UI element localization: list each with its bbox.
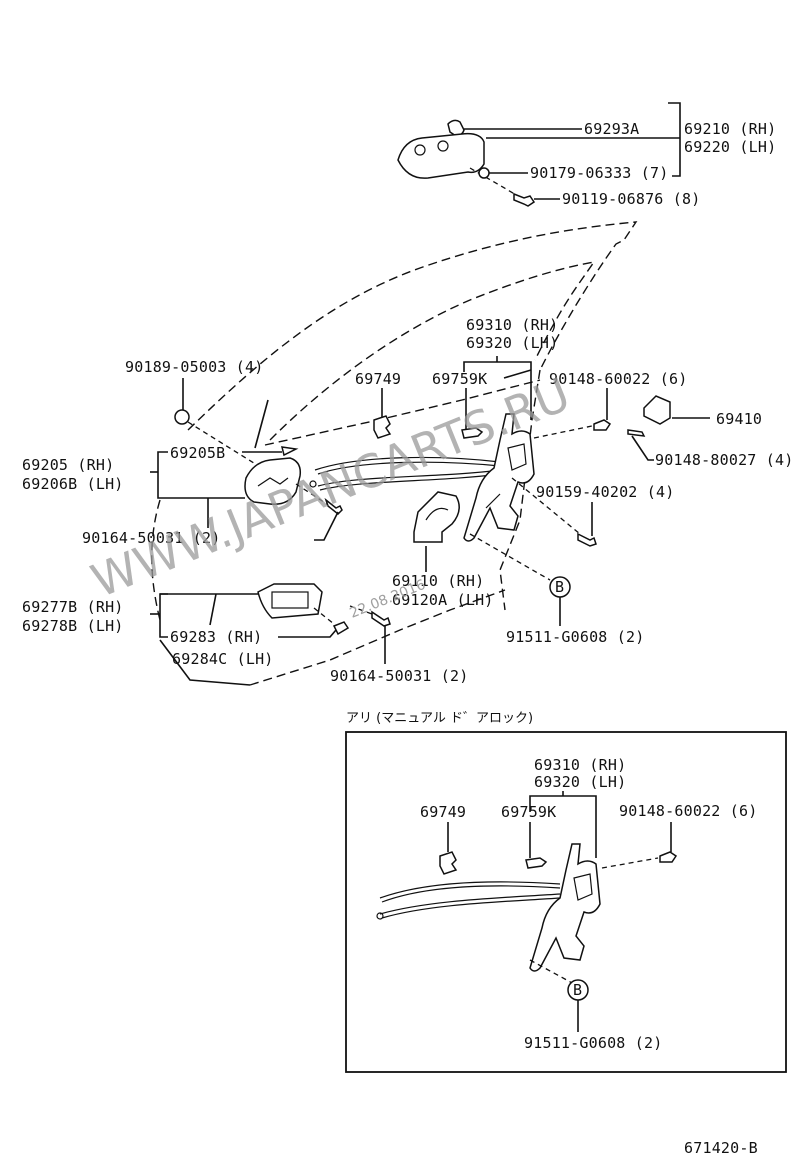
label-69205B: 69205B: [170, 444, 225, 462]
inset-label-91511-G0608: 91511-G0608 (2): [524, 1034, 662, 1052]
label-69278B: 69278B (LH): [22, 617, 124, 635]
ref-b-label: B: [555, 578, 564, 596]
label-69410: 69410: [716, 410, 762, 428]
label-69283: 69283 (RH): [170, 628, 262, 646]
label-69220: 69220 (LH): [684, 138, 776, 156]
label-69284C: 69284C (LH): [172, 650, 274, 668]
label-90119-06876: 90119-06876 (8): [562, 190, 700, 208]
door-outline: [151, 221, 638, 686]
inset-label-69749: 69749: [420, 803, 466, 821]
diagram-code: 671420-B: [684, 1139, 758, 1157]
bezel-screw-part: [371, 610, 391, 627]
lock-cylinder-part: [413, 491, 460, 543]
label-69206B: 69206B (LH): [22, 475, 124, 493]
label-69293A: 69293A: [584, 120, 639, 138]
inset-lock-bolt-part: [659, 851, 678, 863]
label-69749: 69749: [355, 370, 401, 388]
inside-handle-bezel-part: [257, 583, 323, 619]
label-90148-80027: 90148-80027 (4): [655, 451, 793, 469]
outside-handle-part: [397, 132, 485, 179]
handle-cap-small-part: [332, 621, 350, 636]
label-69210: 69210 (RH): [684, 120, 776, 138]
lock-rod-clip-part: [461, 427, 484, 439]
pin-part: [281, 446, 299, 457]
label-69120A: 69120A (LH): [392, 591, 494, 609]
label-90148-60022: 90148-60022 (6): [549, 370, 687, 388]
screw-part: [324, 497, 343, 516]
inset-lock-clip-part: [439, 851, 458, 875]
label-69277B: 69277B (RH): [22, 598, 124, 616]
striker-screw-part: [627, 429, 646, 437]
label-69759K: 69759K: [432, 370, 487, 388]
lock-bolt-part: [593, 419, 612, 431]
label-90189-05003: 90189-05003 (4): [125, 358, 263, 376]
inset-label-69759K: 69759K: [501, 803, 556, 821]
outside-handle-group: [397, 102, 681, 207]
label-90179-06333: 90179-06333 (7): [530, 164, 668, 182]
striker-part: [643, 395, 671, 425]
inset-lock-rod-clip-part: [525, 857, 548, 869]
label-90159-40202: 90159-40202 (4): [536, 483, 674, 501]
clip-part: [174, 409, 190, 425]
inset-cables: [376, 881, 561, 920]
bolt-part: [513, 192, 536, 207]
inset-label-69320: 69320 (LH): [534, 773, 626, 791]
inside-handle-part: [244, 457, 302, 505]
lock-cables: [309, 456, 501, 491]
lock-screw-part: [577, 532, 597, 547]
nut-part: [478, 167, 490, 179]
inset-frame: [345, 731, 787, 1073]
inset-label-90148-60022: 90148-60022 (6): [619, 802, 757, 820]
label-69320: 69320 (LH): [466, 334, 558, 352]
label-90164-50031-b: 90164-50031 (2): [330, 667, 468, 685]
inset-ref-b-label: B: [573, 981, 582, 999]
lock-clip-part: [373, 415, 392, 439]
inset-caption: アリ (マニュアル ド゛アロック): [346, 711, 533, 726]
label-69310: 69310 (RH): [466, 316, 558, 334]
label-90164-50031-a: 90164-50031 (2): [82, 529, 220, 547]
inset-label-69310: 69310 (RH): [534, 756, 626, 774]
label-69110: 69110 (RH): [392, 572, 484, 590]
label-91511-G0608: 91511-G0608 (2): [506, 628, 644, 646]
label-69205: 69205 (RH): [22, 456, 114, 474]
